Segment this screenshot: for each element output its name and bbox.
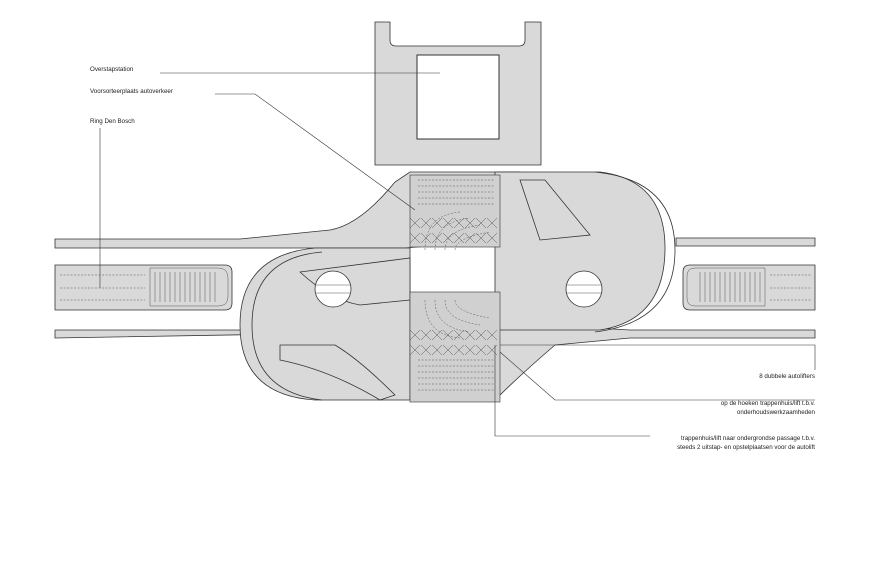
label-ring-den-bosch: Ring Den Bosch	[90, 118, 135, 125]
label-hoeken-line2: onderhoudswerkzaamheden	[737, 409, 816, 416]
transfer-station-building	[374, 21, 542, 166]
label-overstapstation: Overstapstation	[90, 66, 134, 73]
ring-left-segment	[54, 264, 233, 311]
left-loop	[239, 247, 411, 401]
label-passage-line2: steeds 2 uitstap- en opstelplaatsen voor…	[677, 444, 815, 451]
right-loop	[494, 171, 676, 333]
autolift-core	[409, 174, 501, 403]
label-voorsorteerplaats: Voorsorteerplaats autoverkeer	[90, 88, 173, 95]
label-hoeken-line1: op de hoeken trappenhuis/lift t.b.v.	[721, 400, 815, 407]
label-passage-line1: trappenhuis/lift naar ondergrondse passa…	[681, 435, 815, 442]
label-autolifters: 8 dubbele autolifters	[759, 373, 815, 380]
upper-road	[54, 171, 816, 249]
ring-right-segment	[682, 264, 816, 311]
leader-lines	[99, 72, 816, 437]
